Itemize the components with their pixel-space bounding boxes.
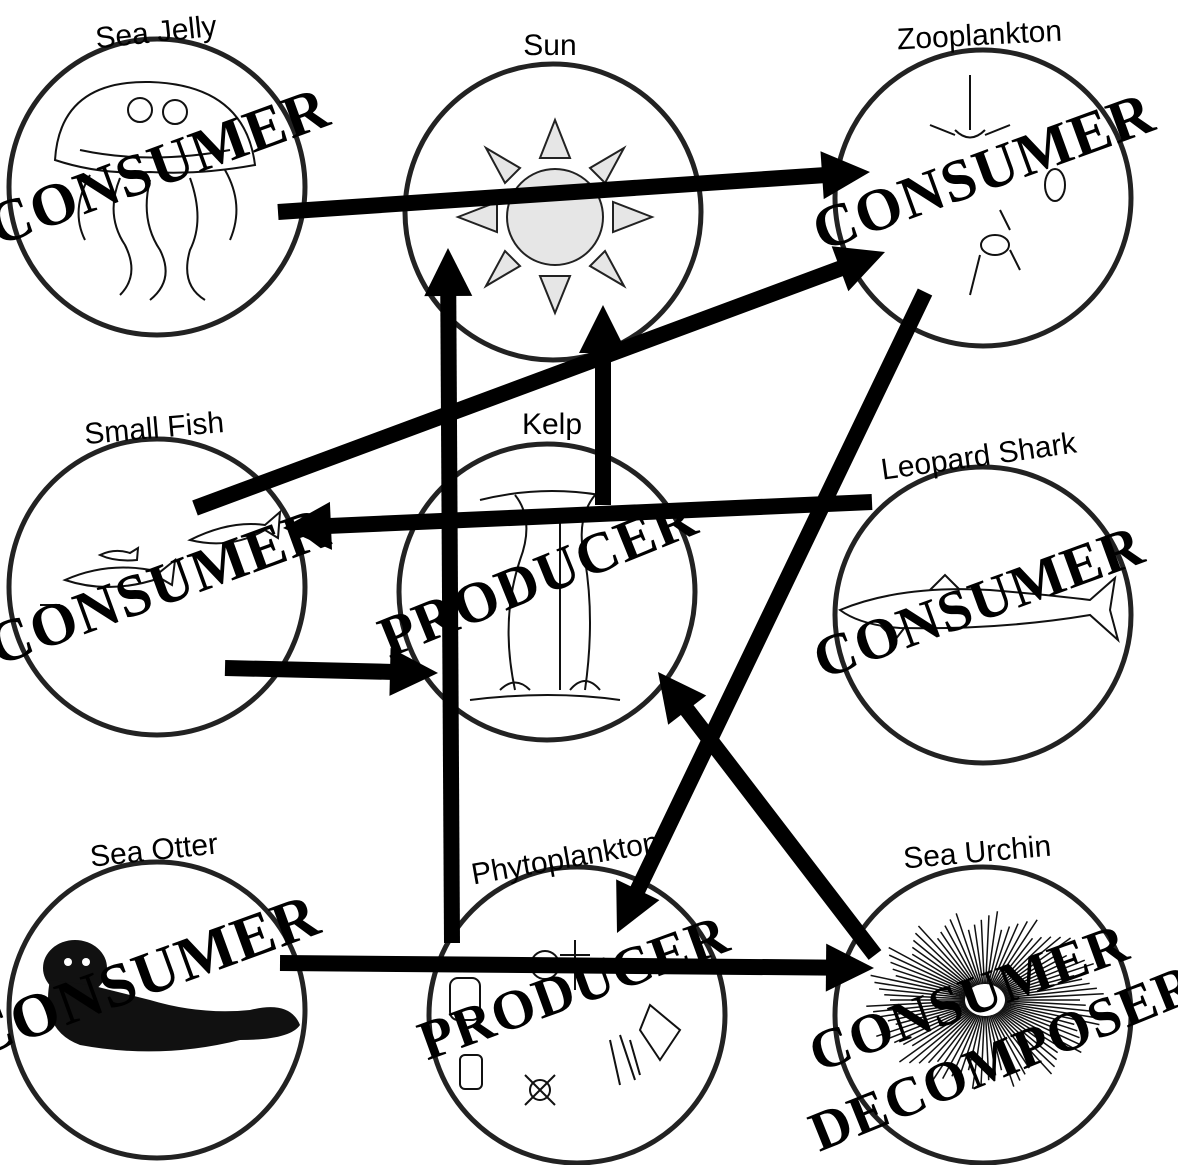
arrow-shaft	[225, 668, 394, 672]
sun-icon	[458, 120, 652, 313]
node-label-kelp: Kelp	[522, 408, 582, 441]
node-label-zooplankton: Zooplankton	[896, 15, 1063, 57]
node-label-sun: Sun	[523, 29, 576, 62]
node-label-sea-urchin: Sea Urchin	[902, 830, 1053, 876]
